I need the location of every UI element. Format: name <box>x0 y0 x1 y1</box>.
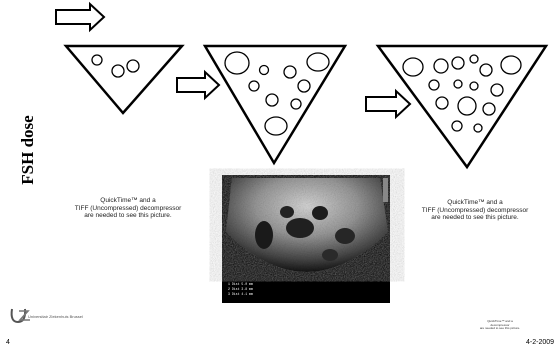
follicle <box>501 56 521 74</box>
follicle <box>298 80 310 92</box>
follicle <box>307 53 329 71</box>
follicle <box>452 121 462 131</box>
follicle <box>284 66 296 78</box>
follicle <box>92 55 102 65</box>
follicle <box>480 64 492 76</box>
dose-arrow-1 <box>56 4 104 30</box>
follicle <box>454 80 462 88</box>
follicle <box>474 124 482 132</box>
logo-text: Universitair Ziekenhuis Brussel <box>28 314 83 319</box>
follicle <box>458 97 476 115</box>
dose-arrow-2 <box>177 72 219 98</box>
follicle <box>429 80 439 90</box>
follicle <box>452 57 464 69</box>
triangle-low-dose <box>66 46 182 113</box>
picture-placeholder-right: QuickTime™ and a TIFF (Uncompressed) dec… <box>410 199 540 222</box>
follicle <box>265 117 287 135</box>
triangle-medium-dose <box>205 46 345 163</box>
follicle <box>127 60 139 72</box>
follicle <box>436 97 448 109</box>
follicle <box>260 66 269 75</box>
follicle <box>266 94 278 106</box>
follicle <box>491 84 503 96</box>
follicle <box>483 103 495 115</box>
page-number: 4 <box>6 339 10 346</box>
dose-arrow-3 <box>366 91 410 117</box>
y-axis-label: FSH dose <box>18 95 38 205</box>
follicle <box>249 81 259 91</box>
follicle <box>112 65 124 77</box>
follicle <box>470 82 478 90</box>
follicle <box>291 99 301 109</box>
picture-placeholder-left: QuickTime™ and a TIFF (Uncompressed) dec… <box>68 197 188 220</box>
picture-placeholder-small: QuickTime™ and a decompressor are needed… <box>470 320 530 331</box>
slide-date: 4-2-2009 <box>526 339 554 346</box>
follicle <box>403 58 423 76</box>
follicle <box>434 59 448 73</box>
follicle <box>225 52 249 74</box>
follicle <box>470 55 478 63</box>
ultrasound-measurements: 1 Dist 5.0 mm 2 Dist 3.8 mm 3 Dist 4.1 m… <box>226 282 278 302</box>
